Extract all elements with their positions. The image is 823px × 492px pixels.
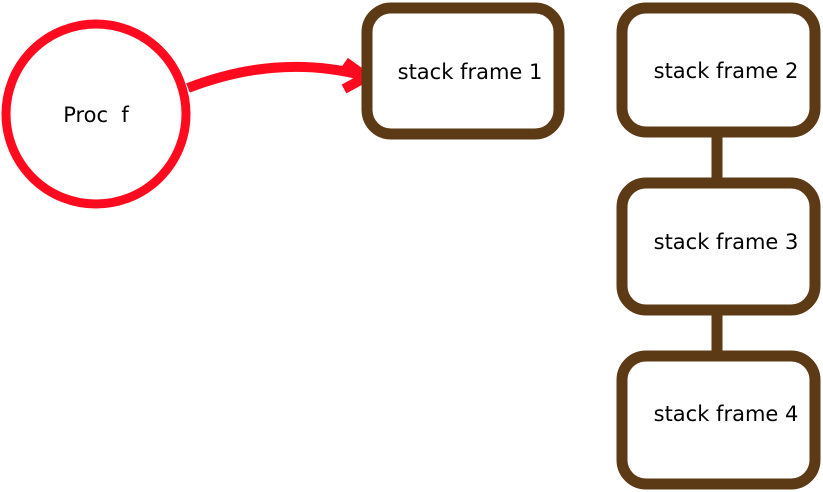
stack-frame-3: stack frame 3 <box>616 177 821 316</box>
process-label: Proc f <box>63 103 129 127</box>
process-node: Proc f <box>1 19 191 209</box>
stack-frame-4-box <box>616 350 821 490</box>
stack-frame-2-box <box>616 2 821 138</box>
stack-frame-2: stack frame 2 <box>616 2 821 138</box>
stack-frame-2-label: stack frame 2 <box>654 59 799 83</box>
pointer-arrow <box>186 57 376 94</box>
stack-frame-1: stack frame 1 <box>361 2 565 140</box>
stack-frame-3-box <box>616 177 821 316</box>
stack-frame-4-label: stack frame 4 <box>654 402 799 426</box>
stack-frame-1-label: stack frame 1 <box>398 60 543 84</box>
process-circle <box>1 19 191 209</box>
stack-frame-3-label: stack frame 3 <box>654 230 799 254</box>
stack-frame-1-box <box>361 2 565 140</box>
stack-frame-4: stack frame 4 <box>616 350 821 490</box>
arrow-shaft <box>186 62 367 93</box>
